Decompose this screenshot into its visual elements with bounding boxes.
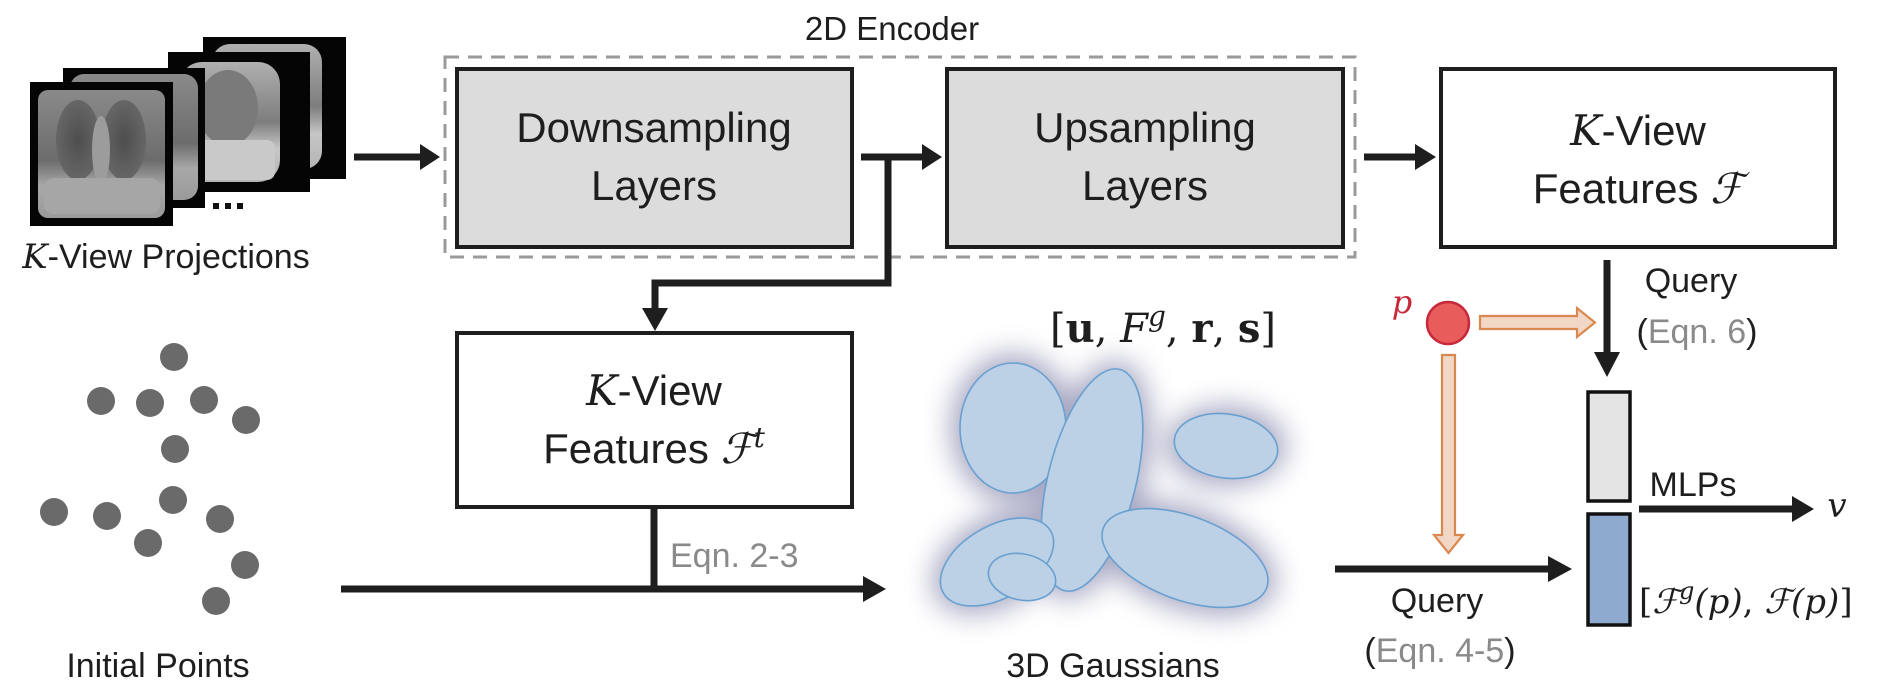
k-view-projections-label: K-View Projections [21, 237, 309, 277]
upsampling-label-line1: Upsampling [1034, 104, 1256, 151]
arrow-query-eqn4-5 [1335, 556, 1572, 582]
arrow-encoder-to-features [1364, 144, 1436, 170]
query-point: p [1392, 283, 1471, 346]
concat-features-label: [ℱg(p), ℱ(p)] [1639, 577, 1853, 622]
initial-point [40, 498, 68, 526]
query-bottom-eqn: (Eqn. 4-5) [1364, 632, 1515, 670]
query-point-label: p [1392, 283, 1412, 321]
features-t-label-line1: K-View [585, 366, 722, 415]
features-label-line1: K-View [1569, 106, 1706, 155]
xray-image-front [30, 82, 173, 226]
arrow-skip-to-features-t [642, 157, 892, 331]
initial-point [231, 551, 259, 579]
initial-point [159, 486, 187, 514]
mlps-label: MLPs [1650, 466, 1737, 504]
gaussians-3d: [u, Fg, r, s] 3D Gaussians [932, 300, 1286, 685]
initial-points-label: Initial Points [66, 647, 249, 685]
initial-point [206, 505, 234, 533]
initial-point [134, 529, 162, 557]
gaussian-params-label: [u, Fg, r, s] [1050, 300, 1276, 352]
k-view-projections: K-View Projections [21, 37, 346, 277]
upsampling-layers-box: Upsampling Layers [945, 67, 1345, 249]
features-label-line2: Features ℱ [1533, 164, 1750, 213]
initial-point [202, 587, 230, 615]
arrow-mlps [1639, 496, 1814, 522]
output-v-label: v [1827, 486, 1846, 526]
initial-point [232, 406, 260, 434]
orange-arrow-down [1431, 353, 1466, 555]
feature-vector-gaussian [1586, 512, 1632, 627]
query-bottom-label: Query [1391, 582, 1484, 620]
initial-point [160, 343, 188, 371]
encoder-2d: 2D Encoder Downsampling Layers Upsamplin… [443, 10, 1357, 259]
initial-point [136, 389, 164, 417]
gaussian-ellipse [1173, 412, 1279, 480]
encoder-title: 2D Encoder [805, 10, 979, 47]
k-view-features-t-box: K-View Features ℱt [455, 331, 854, 509]
query-top-label: Query [1645, 262, 1738, 300]
k-view-features-box: K-View Features ℱ [1439, 67, 1837, 249]
downsampling-label-line1: Downsampling [516, 104, 791, 151]
ellipsis-more-views [213, 203, 243, 209]
gaussian-ellipse [1101, 507, 1269, 609]
query-point-circle [1425, 300, 1471, 346]
encoder-dashed-border [443, 55, 1357, 259]
features-t-label-line2: Features ℱt [543, 421, 765, 473]
upsampling-label-line2: Layers [1082, 162, 1208, 209]
initial-point [161, 435, 189, 463]
arrow-projections-to-encoder [354, 144, 440, 170]
initial-point [93, 502, 121, 530]
gaussians-label: 3D Gaussians [1006, 647, 1220, 685]
initial-point [87, 387, 115, 415]
arrow-query-eqn6 [1594, 260, 1620, 377]
initial-points [40, 343, 260, 615]
eqn-2-3-label: Eqn. 2-3 [670, 537, 799, 575]
gaussian-ellipse [987, 552, 1057, 602]
initial-point [190, 386, 218, 414]
query-top-eqn: (Eqn. 6) [1637, 313, 1758, 351]
orange-arrow-right [1478, 305, 1597, 340]
feature-vector-view [1586, 390, 1632, 503]
downsampling-layers-box: Downsampling Layers [455, 67, 854, 249]
arrow-down-to-up [861, 144, 942, 170]
downsampling-label-line2: Layers [591, 162, 717, 209]
arrow-points-to-gaussians [341, 576, 886, 602]
